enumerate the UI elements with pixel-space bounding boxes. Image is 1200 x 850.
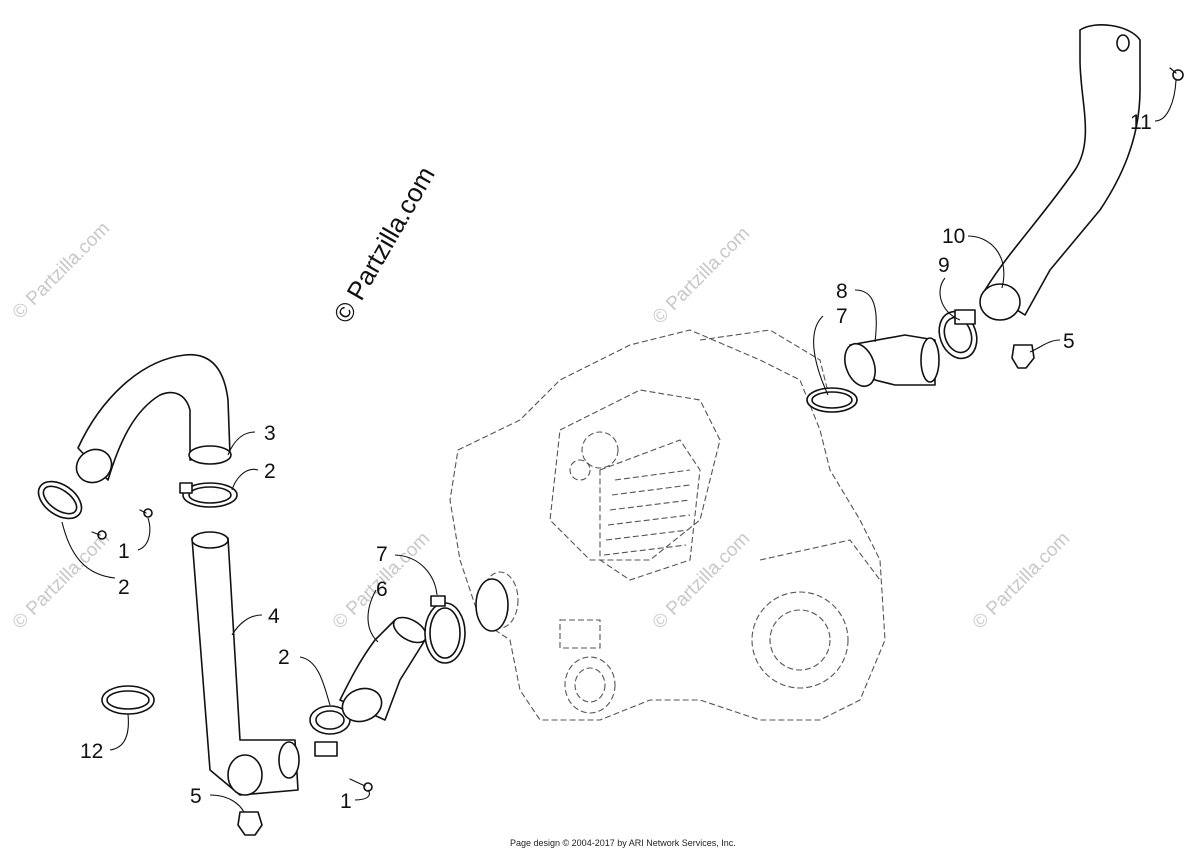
watermark-faint-6: © Partzilla.com [969, 528, 1074, 633]
part-2-clamp-left [37, 480, 83, 520]
callout-5-upper: 5 [1063, 330, 1075, 353]
callout-2-lower: 2 [278, 646, 290, 669]
leader-lines [61, 79, 1177, 813]
footer-copyright: Page design © 2004-2017 by ARI Network S… [510, 838, 736, 848]
part-1-screw-upper-left [91, 530, 107, 540]
callout-5-lower: 5 [190, 785, 202, 808]
callout-10: 10 [942, 225, 965, 248]
part-4-long-tube [191, 531, 300, 796]
part-1-screw-lower [349, 778, 373, 792]
faint-watermarks: © Partzilla.com © Partzilla.com © Partzi… [9, 218, 1074, 633]
callout-2-left: 2 [118, 576, 130, 599]
callout-4: 4 [268, 605, 280, 628]
part-11-screw [1169, 67, 1184, 81]
callout-1-upper: 1 [118, 540, 130, 563]
part-5-grommet-lower [237, 811, 263, 836]
callout-11: 11 [1130, 111, 1152, 134]
callout-6: 6 [376, 578, 388, 601]
part-1-screw-upper-mid [139, 508, 153, 518]
callout-7-right: 7 [836, 305, 848, 328]
part-7-clamp-right [806, 387, 858, 413]
watermark-faint-1: © Partzilla.com [9, 218, 114, 323]
part-7-clamp-mid [424, 595, 466, 664]
callout-12: 12 [80, 740, 103, 763]
callout-1-lower: 1 [340, 790, 352, 813]
watermark-faint-5: © Partzilla.com [649, 528, 754, 633]
callout-8: 8 [836, 280, 848, 303]
part-10-top-hose [979, 24, 1141, 321]
watermark-faint-2: © Partzilla.com [649, 223, 754, 328]
part-8-right-hose [844, 334, 940, 388]
callout-7-mid: 7 [376, 543, 388, 566]
part-12-ring [101, 685, 155, 715]
callout-9: 9 [938, 254, 950, 277]
callout-2-upper: 2 [264, 460, 276, 483]
engine-intake-port [475, 578, 509, 632]
part-2-clamp-upper [179, 482, 238, 508]
callout-labels: 3 2 1 2 4 2 6 7 12 5 1 8 7 9 10 5 11 [80, 111, 1152, 813]
part-5-grommet-upper [1011, 344, 1035, 369]
watermark-faint-3: © Partzilla.com [9, 528, 114, 633]
part-6-mid-hose [339, 616, 428, 723]
part-3-upper-hose [75, 354, 232, 484]
callout-3: 3 [264, 422, 276, 445]
part-9-clamp [938, 309, 978, 360]
watermark-main: © Partzilla.com [327, 161, 441, 328]
engine-assembly [449, 329, 886, 721]
